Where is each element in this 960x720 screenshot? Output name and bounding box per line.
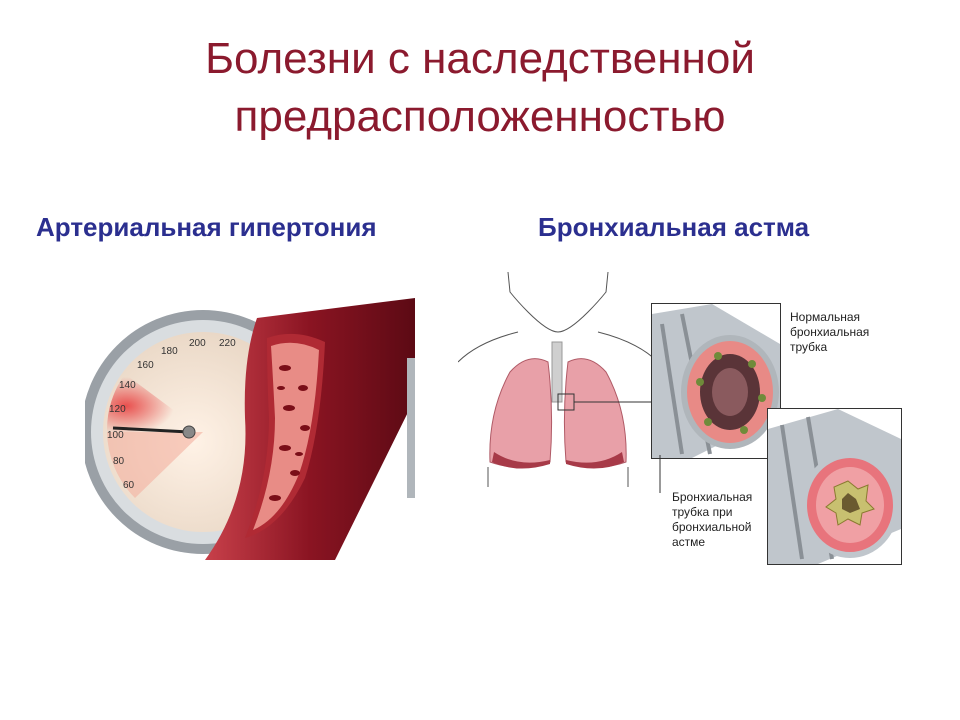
tick-120: 120 [109, 404, 126, 415]
normal-bronchus-image [652, 304, 780, 458]
blood-cells [269, 365, 310, 501]
slide-title: Болезни с наследственной предрасположенн… [0, 30, 960, 146]
subtitle-hypertension: Артериальная гипертония [36, 212, 377, 242]
lungs-illustration [457, 271, 659, 492]
title-line-1: Болезни с наследственной [205, 34, 755, 83]
tick-60: 60 [123, 480, 135, 491]
title-line-2: предрасположенностью [234, 92, 726, 141]
asthma-caption-line-4: астме [672, 535, 706, 549]
caption-leader-line [659, 455, 661, 493]
asthma-caption-line-3: бронхиальной [672, 520, 752, 534]
tick-180: 180 [161, 346, 178, 357]
subtitle-asthma: Бронхиальная астма [538, 212, 810, 242]
lungs-image [457, 271, 659, 487]
tick-140: 140 [119, 380, 136, 391]
gauge-and-vessel-image: 60 80 100 120 140 160 180 200 220 [81, 298, 415, 560]
asthma-bronchus-caption: Бронхиальная трубка при бронхиальной аст… [672, 490, 752, 550]
tick-200: 200 [189, 338, 206, 349]
asthma-bronchus-image [768, 409, 901, 564]
tick-220: 220 [219, 338, 236, 349]
tick-100: 100 [107, 430, 124, 441]
normal-bronchus-frame [651, 303, 781, 459]
normal-bronchus-caption: Нормальная бронхиальная трубка [790, 310, 869, 355]
right-lung [563, 358, 627, 468]
asthma-bronchus-frame [767, 408, 902, 565]
gauge-ticks: 60 80 100 120 140 160 180 200 220 [107, 338, 236, 491]
asthma-caption-line-1: Бронхиальная [672, 490, 753, 504]
left-lung [489, 358, 553, 468]
normal-caption-line-3: трубка [790, 340, 828, 354]
gauge-needle [112, 426, 190, 434]
hypertension-illustration: 60 80 100 120 140 160 180 200 220 [81, 298, 415, 560]
asthma-caption-line-2: трубка при [672, 505, 733, 519]
normal-caption-line-2: бронхиальная [790, 325, 870, 339]
torso-outline [507, 271, 609, 333]
tick-80: 80 [113, 456, 125, 467]
normal-caption-line-1: Нормальная [790, 310, 860, 324]
tick-160: 160 [137, 360, 154, 371]
